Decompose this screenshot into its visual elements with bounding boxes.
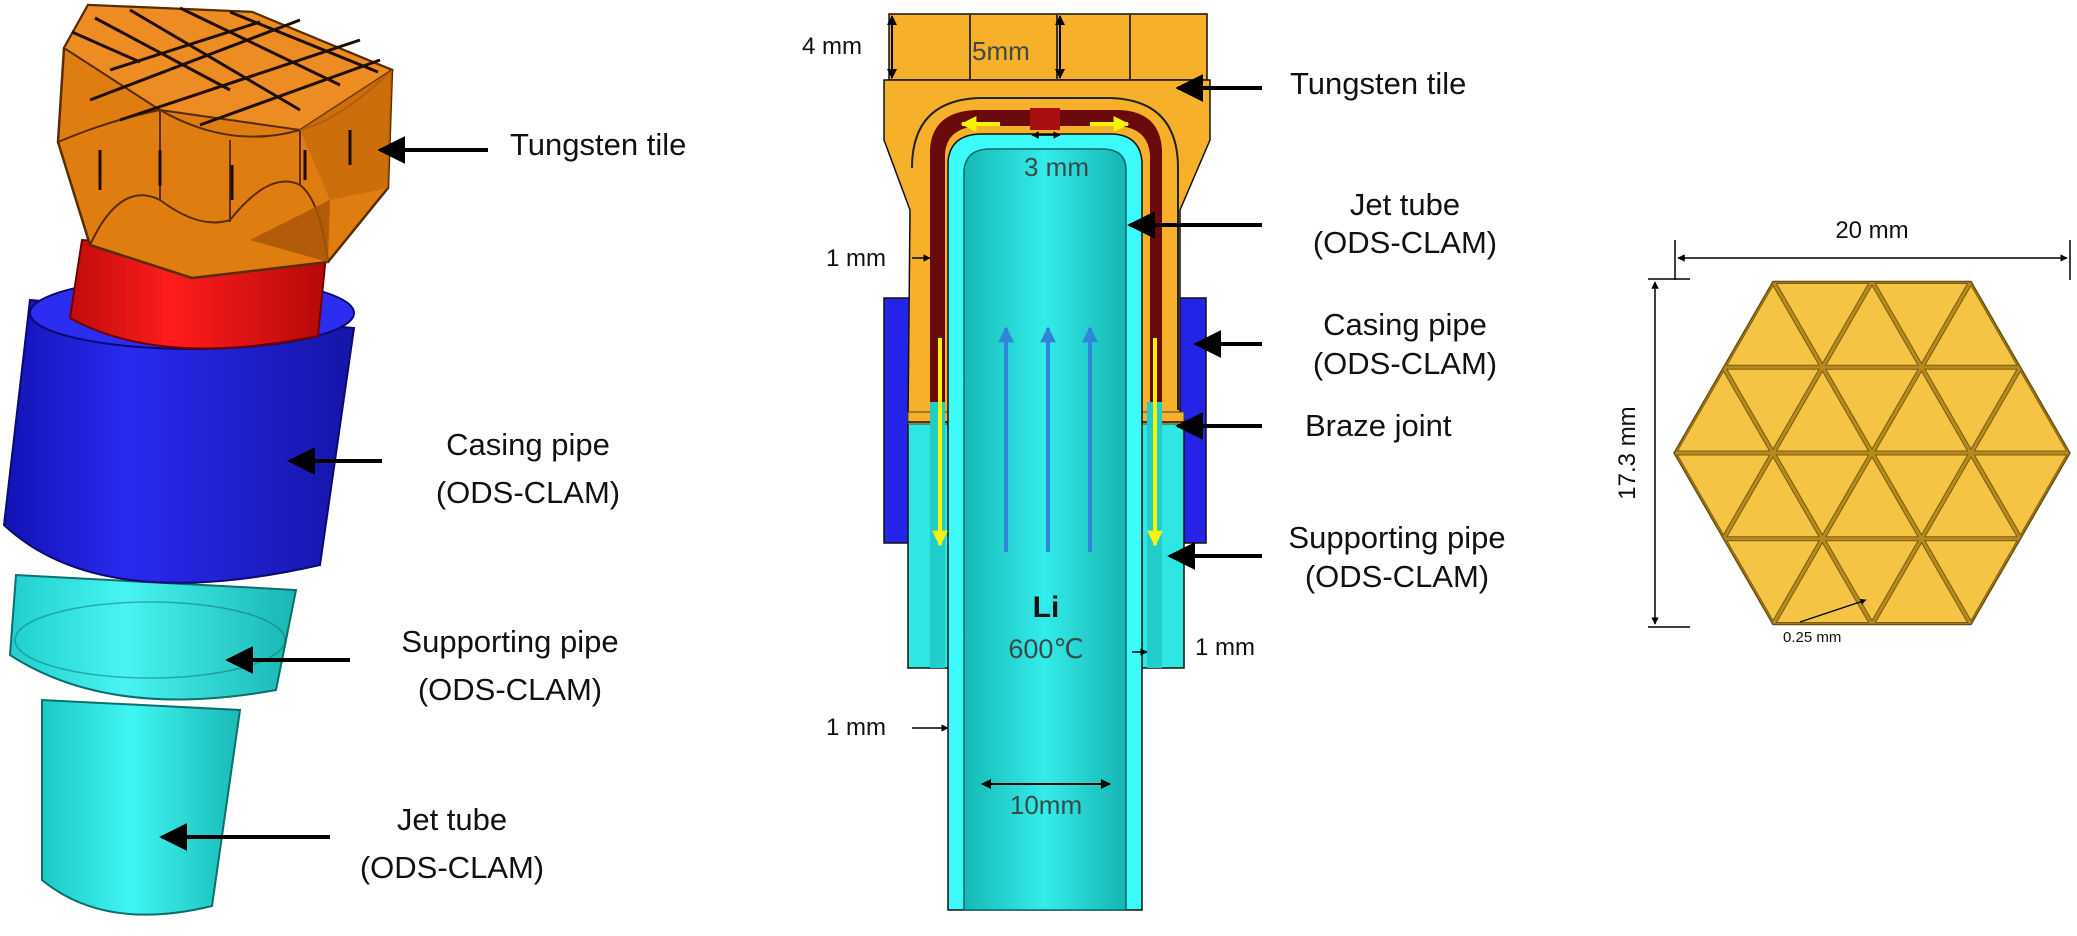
label-braze-section: Braze joint [1305,408,1452,443]
label-supporting-3d-1: Supporting pipe [401,624,618,659]
hex-height-label: 17.3 mm [1614,406,1641,499]
label-casing-3d-1: Casing pipe [446,427,610,462]
label-casing-section-2: (ODS-CLAM) [1313,346,1497,381]
hexagon-tile-top-view [1673,280,2071,626]
label-jet-section-2: (ODS-CLAM) [1313,225,1497,260]
label-tungsten-3d: Tungsten tile [510,127,686,162]
fluid-temp: 600℃ [1008,634,1083,664]
label-tungsten-section: Tungsten tile [1290,66,1466,101]
fluid-name: Li [1033,591,1060,624]
hex-width-label: 20 mm [1835,217,1908,244]
hex-triangle-segment [1973,454,2068,536]
label-supporting-section-1: Supporting pipe [1288,520,1505,555]
dim-1mm-wall: 1 mm [826,714,886,741]
hex-triangle-segment [1924,284,2018,366]
label-supporting-section-2: (ODS-CLAM) [1305,559,1489,594]
hex-triangle-segment [1676,454,1771,536]
hex-triangle-segment [1874,370,1969,452]
dim-1mm-jet: 1 mm [826,245,886,272]
label-supporting-3d-2: (ODS-CLAM) [418,672,602,707]
label-casing-section-1: Casing pipe [1323,307,1487,342]
dim-1mm-support: 1 mm [1195,634,1255,661]
label-jet-section-1: Jet tube [1350,187,1460,222]
flow-arrows-yellow [932,116,1163,547]
dim-5mm: 5mm [972,36,1030,66]
hex-triangle-segment [1726,540,1820,622]
hex-triangle-segment [1726,455,1820,538]
hex-triangle-segment [1924,368,2018,451]
hex-triangle-segment [1973,370,2068,452]
hex-triangle-segment [1825,455,1919,538]
hex-triangle-segment [1726,368,1820,451]
hex-triangle-segment [1676,370,1771,452]
label-jet-3d-2: (ODS-CLAM) [360,850,544,885]
hex-triangle-segment [1775,541,1870,623]
flow-arrows-blue [998,326,1098,552]
hex-triangle-segment [1825,284,1919,366]
hex-triangle-segment [1924,540,2018,622]
hex-triangle-segment [1874,283,1969,365]
dim-3mm: 3 mm [1024,152,1089,182]
dim-10mm: 10mm [1010,790,1082,820]
hex-triangle-segment [1874,454,1969,536]
hex-triangle-segment [1726,284,1820,366]
hex-gap-label: 0.25 mm [1783,629,1841,646]
hex-triangle-segment [1924,455,2018,538]
dim-lines-section [887,14,1148,789]
hex-triangle-segment [1775,454,1870,536]
dim-4mm: 4 mm [802,33,862,60]
hex-outline [1673,280,2071,626]
hex-triangle-segment [1825,368,1919,451]
supporting-pipe-3d [8,573,298,701]
hex-triangle-segment [1825,540,1919,622]
hex-triangle-segment [1874,541,1969,623]
hex-dimension-lines [1648,240,2071,628]
label-casing-3d-2: (ODS-CLAM) [436,475,620,510]
label-jet-3d-1: Jet tube [397,802,507,837]
hex-triangle-segment [1775,283,1870,365]
hex-triangle-segment [1775,370,1870,452]
tungsten-tile-3d [56,3,395,280]
jet-tube-3d [41,698,242,916]
